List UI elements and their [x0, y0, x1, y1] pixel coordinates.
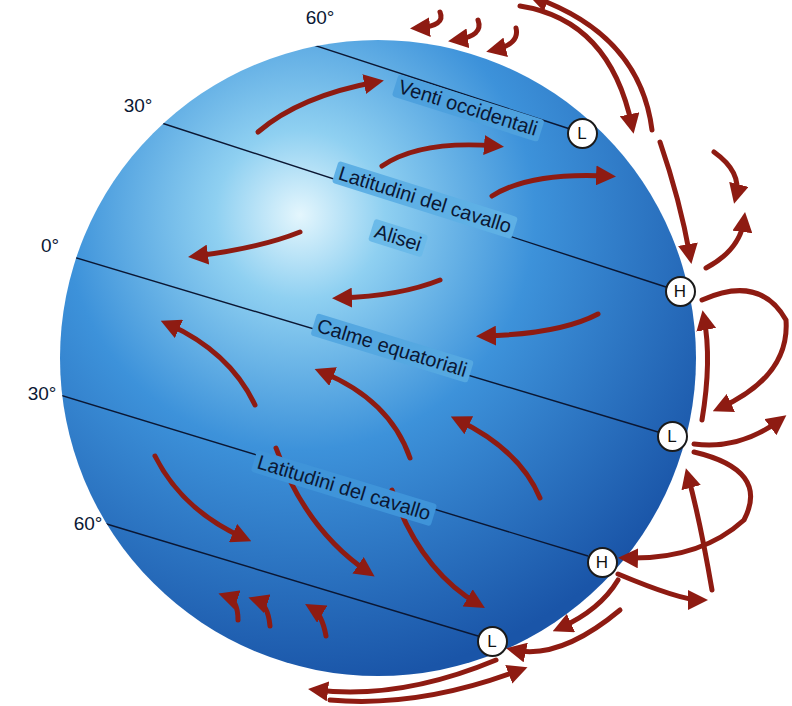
pressure-circle: L	[477, 626, 508, 657]
latitude-lines	[50, 34, 666, 636]
pressure-symbol: L	[487, 633, 496, 650]
latitude-label: 30°	[124, 96, 153, 116]
latitude-label: 30°	[28, 384, 57, 404]
latitude-label: 0°	[41, 236, 59, 256]
pressure-symbol: L	[577, 125, 586, 142]
pressure-symbol: H	[596, 554, 608, 571]
pressure-circle: H	[665, 276, 696, 307]
pressure-circle: L	[657, 421, 688, 452]
latitude-label: 60°	[74, 514, 103, 534]
latitude-label: 60°	[306, 8, 335, 28]
globe	[60, 40, 696, 676]
wind-arrows	[155, 12, 608, 636]
pressure-symbol: L	[667, 428, 676, 445]
pressure-circle: H	[587, 547, 618, 578]
pressure-circle: L	[567, 118, 598, 149]
pressure-symbol: H	[674, 283, 686, 300]
